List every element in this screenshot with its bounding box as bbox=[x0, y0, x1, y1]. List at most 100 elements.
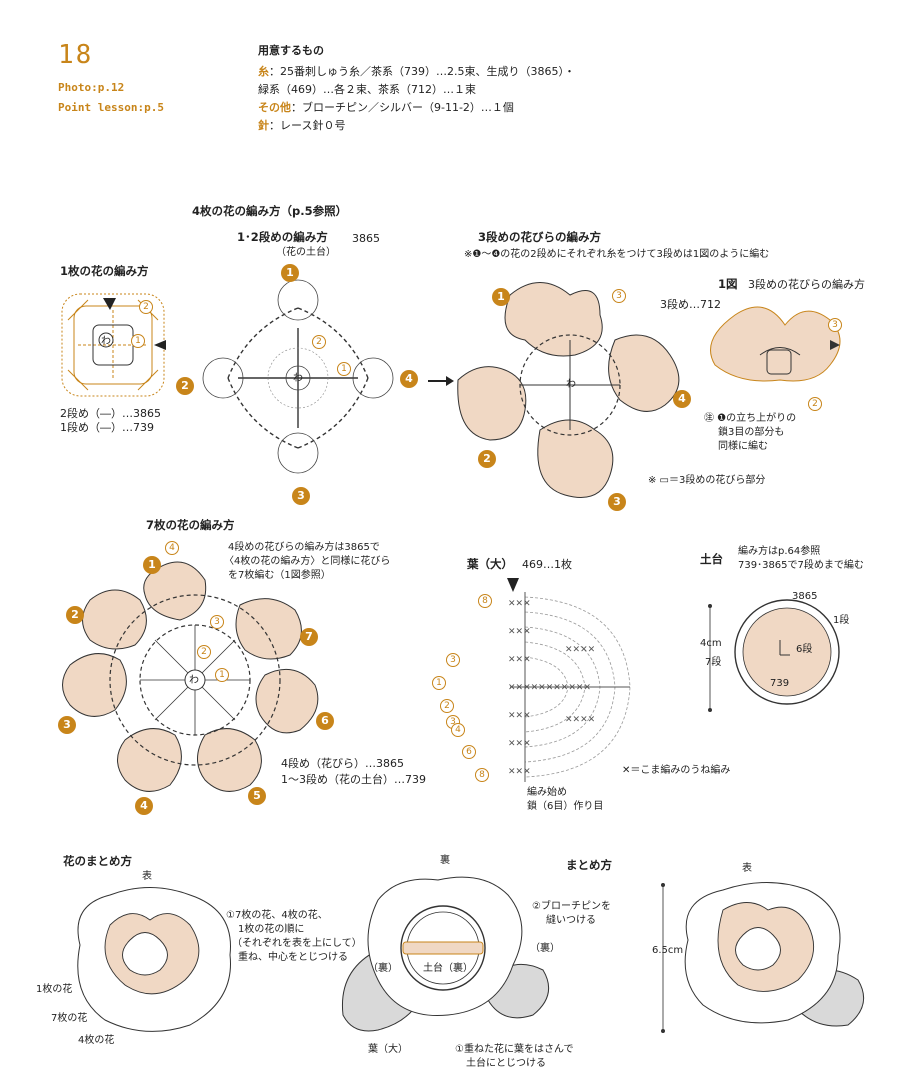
rows12-color: 3865 bbox=[352, 232, 380, 245]
leaf-row-3a: 3 bbox=[446, 653, 460, 667]
wa-mark-center: わ bbox=[293, 373, 303, 384]
four-flower-heading: 4枚の花の編み方（p.5参照） bbox=[192, 204, 348, 218]
needle-text: ：レース針０号 bbox=[269, 119, 346, 132]
base-size-rows: 7段 bbox=[705, 657, 722, 668]
yarn-label: 糸 bbox=[258, 65, 269, 78]
leaf-row-8b: 8 bbox=[475, 768, 489, 782]
point-lesson-ref: Point lesson:p.5 bbox=[58, 101, 164, 114]
yarn-text-2: 緑系（469）…各２束、茶系（712）…１束 bbox=[258, 83, 476, 96]
brooch-step-2: 縫いつける bbox=[546, 915, 596, 926]
seven-note-1: 4段めの花びらの編み方は3865で bbox=[228, 542, 380, 553]
base-note-1: 編み方はp.64参照 bbox=[738, 546, 821, 557]
fig1-step2: 2 bbox=[808, 397, 822, 411]
seven-step3: 3 bbox=[210, 615, 224, 629]
flower-num-3: 3 bbox=[292, 487, 310, 505]
flower-num-4: 4 bbox=[400, 370, 418, 388]
svg-text:✕✕✕: ✕✕✕ bbox=[508, 767, 531, 777]
seven-step2: 2 bbox=[197, 645, 211, 659]
svg-text:✕✕✕: ✕✕✕ bbox=[508, 711, 531, 721]
petal-step3: 3 bbox=[612, 289, 626, 303]
seven-num-4: 4 bbox=[135, 797, 153, 815]
leaf-row-8a: 8 bbox=[478, 594, 492, 608]
finish-size-line bbox=[661, 883, 665, 1033]
finish-heading: まとめ方 bbox=[566, 858, 612, 872]
fig1-note-1: ㊟ ❶の立ち上がりの bbox=[704, 413, 797, 424]
wa-mark-seven: わ bbox=[189, 675, 199, 686]
leaf-row-2: 2 bbox=[440, 699, 454, 713]
materials-block: 用意するもの 糸：25番刺しゅう糸／茶系（739）…2.5束、生成り（3865）… bbox=[258, 42, 575, 133]
svg-text:✕✕✕: ✕✕✕ bbox=[508, 599, 531, 609]
petal-num-3: 3 bbox=[608, 493, 626, 511]
materials-heading: 用意するもの bbox=[258, 44, 324, 57]
petal-num-2: 2 bbox=[478, 450, 496, 468]
needle-line: 針：レース針０号 bbox=[258, 118, 575, 133]
finish-view bbox=[684, 882, 865, 1027]
seven-num-2: 2 bbox=[66, 606, 84, 624]
seven-num-5: 5 bbox=[248, 787, 266, 805]
wa-mark-row3: わ bbox=[566, 379, 576, 390]
other-line: その他：ブローチピン／シルバー（9-11-2）…１個 bbox=[258, 100, 575, 115]
leaf-start-1: 編み始め bbox=[527, 787, 567, 798]
assembly-step1-2: 1枚の花の順に bbox=[238, 924, 305, 935]
svg-text:✕✕✕✕: ✕✕✕✕ bbox=[565, 715, 595, 725]
label-four-flower: 4枚の花 bbox=[78, 1035, 115, 1046]
svg-text:✕✕✕✕✕✕✕✕✕✕✕: ✕✕✕✕✕✕✕✕✕✕✕ bbox=[508, 683, 591, 693]
leaf-color: 469…1枚 bbox=[522, 558, 572, 571]
rows12-sub: （花の土台） bbox=[276, 247, 336, 258]
label-seven-flower: 7枚の花 bbox=[51, 1013, 88, 1024]
fig1-row3: 3段め…712 bbox=[660, 298, 721, 311]
other-text: ：ブローチピン／シルバー（9-11-2）…１個 bbox=[291, 101, 514, 114]
petal-legend: ※ ▭＝3段めの花びら部分 bbox=[648, 475, 766, 486]
assembly-step1-4: 重ね、中心をとじつける bbox=[238, 952, 348, 963]
seven-legend-1: 4段め（花びら）…3865 bbox=[281, 757, 404, 770]
rows12-diagram bbox=[202, 279, 394, 474]
brooch-step-1: ②ブローチピンを bbox=[532, 901, 611, 912]
assembly-front: 表 bbox=[142, 871, 152, 882]
fig1-petal-diagram bbox=[710, 306, 841, 382]
seven-num-6: 6 bbox=[316, 712, 334, 730]
assembly-back: 裏 bbox=[440, 855, 450, 866]
flower-num-1: 1 bbox=[281, 264, 299, 282]
seven-num-1: 1 bbox=[143, 556, 161, 574]
leaf-step-1: ①重ねた花に葉をはさんで bbox=[455, 1044, 574, 1055]
seven-legend-2: 1～3段め（花の土台）…739 bbox=[281, 773, 426, 786]
base-back-label: 土台（裏） bbox=[423, 963, 473, 974]
svg-text:✕✕✕: ✕✕✕ bbox=[508, 655, 531, 665]
back-small-right: （裏） bbox=[530, 943, 560, 954]
fig1-note-2: 鎖3目の部分も bbox=[718, 427, 785, 438]
svg-text:✕✕✕: ✕✕✕ bbox=[508, 627, 531, 637]
seven-flower-heading: 7枚の花の編み方 bbox=[146, 518, 235, 532]
fig1-title: 3段めの花びらの編み方 bbox=[748, 278, 865, 291]
base-note-2: 739･3865で7段めまで編む bbox=[738, 560, 864, 571]
seven-num-3: 3 bbox=[58, 716, 76, 734]
base-diagram bbox=[734, 599, 840, 705]
assembly-step1-3: （それぞれを表を上にして） bbox=[232, 938, 362, 949]
fig1-note-3: 同様に編む bbox=[718, 441, 768, 452]
seven-num-7: 7 bbox=[300, 628, 318, 646]
photo-ref: Photo:p.12 bbox=[58, 81, 125, 94]
yarn-line: 糸：25番刺しゅう糸／茶系（739）…2.5束、生成り（3865）・ bbox=[258, 64, 575, 79]
leaf-row-1: 1 bbox=[432, 676, 446, 690]
pattern-number: 18 bbox=[58, 40, 94, 70]
finish-front: 表 bbox=[742, 863, 752, 874]
finish-size: 6.5cm bbox=[652, 945, 684, 956]
leaf-start-2: 鎖（6目）作り目 bbox=[527, 801, 604, 812]
seven-note-2: 〈4枚の花の編み方〉と同様に花びら bbox=[224, 556, 391, 567]
stitch-legend: ✕＝こま編みのうね編み bbox=[622, 765, 731, 776]
seven-step1: 1 bbox=[215, 668, 229, 682]
one-flower-title: 1枚の花の編み方 bbox=[60, 264, 149, 278]
rows12-step1: 1 bbox=[337, 362, 351, 376]
petal-num-4: 4 bbox=[673, 390, 691, 408]
leaf-row-4: 4 bbox=[451, 723, 465, 737]
seven-step4: 4 bbox=[165, 541, 179, 555]
fig1-label: 1図 bbox=[718, 277, 738, 291]
svg-text:✕✕✕: ✕✕✕ bbox=[508, 739, 531, 749]
leaf-step-2: 土台にとじつける bbox=[466, 1058, 546, 1069]
assembly-step1-1: ①7枚の花、4枚の花、 bbox=[226, 910, 328, 921]
leaf-large-label: 葉（大） bbox=[368, 1044, 408, 1055]
petal-num-1: 1 bbox=[492, 288, 510, 306]
seven-flower-diagram bbox=[62, 561, 319, 792]
leaf-heading: 葉（大） bbox=[467, 557, 513, 571]
step1-mark: 1 bbox=[131, 334, 145, 348]
leaf-row-6: 6 bbox=[462, 745, 476, 759]
